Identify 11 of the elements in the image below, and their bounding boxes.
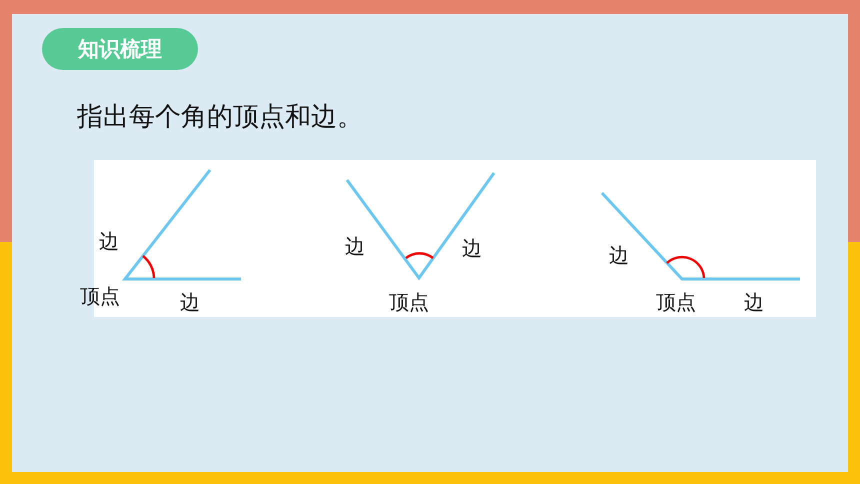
angle-label: 边	[180, 290, 200, 314]
angle-label: 顶点	[389, 290, 429, 314]
angle-label: 顶点	[80, 284, 120, 308]
angle-label: 边	[345, 234, 365, 258]
angle-label: 边	[744, 290, 764, 314]
angle-label: 边	[462, 236, 482, 260]
angle-label: 边	[609, 243, 629, 267]
angle-label: 边	[99, 229, 119, 253]
heading-badge: 知识梳理	[42, 28, 198, 70]
angle-label: 顶点	[656, 290, 696, 314]
instruction-text: 指出每个角的顶点和边。	[77, 101, 363, 134]
